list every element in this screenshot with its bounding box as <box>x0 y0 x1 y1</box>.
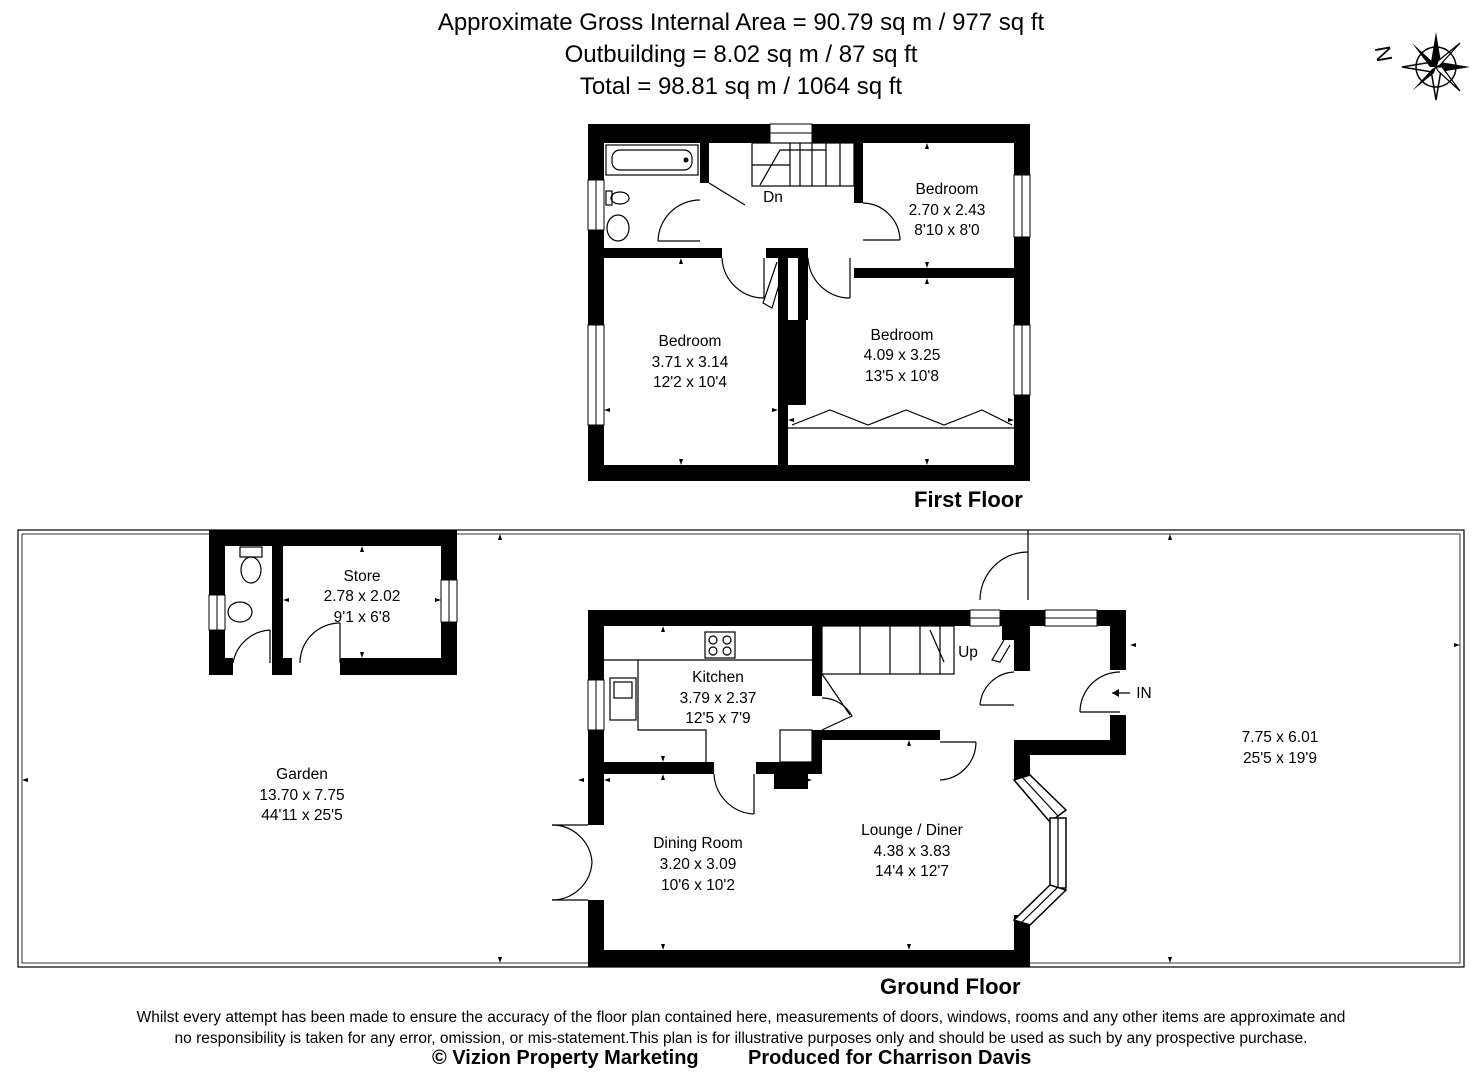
bathroom-fixtures <box>605 144 699 242</box>
ff-bedroom-2-name: Bedroom <box>659 333 722 350</box>
dimension-markers <box>22 143 1460 963</box>
outbuilding-walls <box>208 530 458 675</box>
kitchen-fixtures <box>604 631 813 763</box>
kitchen-imperial: 12'5 x 7'9 <box>685 710 750 727</box>
disclaimer-line-1: Whilst every attempt has been made to en… <box>136 1009 1346 1026</box>
store-imperial: 9'1 x 6'8 <box>334 609 391 626</box>
front-area-metric: 7.75 x 6.01 <box>1242 729 1319 746</box>
ground-floor-windows <box>587 609 1098 731</box>
ff-bedroom-2-imperial: 12'2 x 10'4 <box>653 374 727 391</box>
first-floor-doors <box>657 182 1014 429</box>
garden-metric: 13.70 x 7.75 <box>259 787 344 804</box>
total-area: Total = 98.81 sq m / 1064 sq ft <box>579 73 903 100</box>
stairs-down-label: Dn <box>763 189 783 206</box>
entrance-label: IN <box>1136 685 1152 702</box>
kitchen-name: Kitchen <box>692 669 744 686</box>
compass-north-label: N <box>1370 44 1397 64</box>
ff-bedroom-2-metric: 3.71 x 3.14 <box>652 354 729 371</box>
kitchen-metric: 3.79 x 2.37 <box>680 690 757 707</box>
lounge-diner-name: Lounge / Diner <box>861 822 963 839</box>
stairs-up <box>821 625 955 716</box>
ff-bedroom-1-name: Bedroom <box>916 181 979 198</box>
compass-icon <box>1401 32 1470 101</box>
store-metric: 2.78 x 2.02 <box>324 588 401 605</box>
stairs-down <box>751 142 855 187</box>
stairs-up-label: Up <box>958 644 978 661</box>
ff-bedroom-3-metric: 4.09 x 3.25 <box>864 347 941 364</box>
ground-floor-doors <box>551 530 1121 901</box>
bay-window <box>1012 774 1068 926</box>
ff-bedroom-3-imperial: 13'5 x 10'8 <box>865 368 939 385</box>
first-floor-label: First Floor <box>914 487 1023 512</box>
garden-imperial: 44'11 x 25'5 <box>261 807 342 824</box>
copyright-credit: © Vizion Property Marketing <box>432 1047 699 1069</box>
store-name: Store <box>343 568 380 585</box>
outbuilding-area: Outbuilding = 8.02 sq m / 87 sq ft <box>564 41 918 68</box>
dining-room-metric: 3.20 x 3.09 <box>660 856 737 873</box>
entrance-arrowhead-icon <box>1112 689 1119 697</box>
ff-bedroom-3-name: Bedroom <box>871 327 934 344</box>
ff-bedroom-1-imperial: 8'10 x 8'0 <box>914 222 980 239</box>
ff-bedroom-1-metric: 2.70 x 2.43 <box>909 202 986 219</box>
front-area-imperial: 25'5 x 19'9 <box>1243 750 1317 767</box>
first-floor-windows <box>587 123 1031 426</box>
disclaimer-line-2: no responsibility is taken for any error… <box>174 1030 1308 1047</box>
lounge-diner-metric: 4.38 x 3.83 <box>874 843 951 860</box>
produced-for-credit: Produced for Charrison Davis <box>748 1047 1032 1069</box>
lounge-diner-imperial: 14'4 x 12'7 <box>875 863 949 880</box>
dining-room-imperial: 10'6 x 10'2 <box>661 877 735 894</box>
garden-name: Garden <box>276 766 328 783</box>
gross-internal-area: Approximate Gross Internal Area = 90.79 … <box>437 9 1045 36</box>
ground-floor-label: Ground Floor <box>880 974 1021 999</box>
dining-room-name: Dining Room <box>653 835 743 852</box>
plot-boundary <box>17 529 1465 968</box>
ground-floor-walls <box>588 610 1126 967</box>
